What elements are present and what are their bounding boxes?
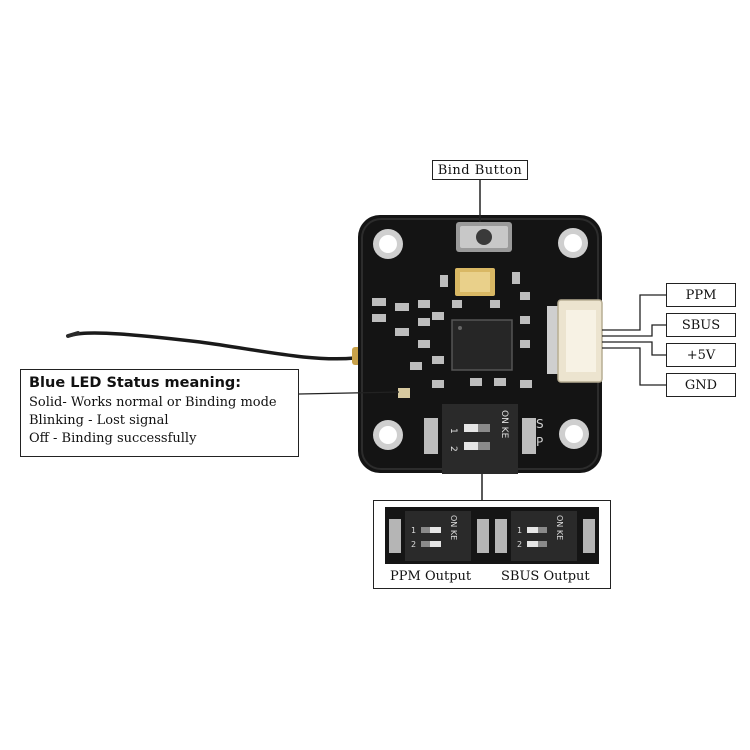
antenna-tip	[66, 331, 80, 338]
crystal-oscillator	[455, 268, 495, 296]
dip-switch-mark-1: 1	[448, 428, 458, 434]
output-connector	[547, 299, 603, 383]
pin-label-sbus: SBUS	[666, 313, 736, 337]
pin-label-5v: +5V	[666, 343, 736, 367]
bind-button-label: Bind Button	[432, 160, 528, 180]
ppm-output-caption: PPM Output	[390, 569, 472, 584]
sbus-on-label: ON KE	[555, 515, 564, 540]
sbus-mark-1: 1	[517, 526, 522, 535]
sbus-mark-2: 2	[517, 540, 522, 549]
ppm-mark-1: 1	[411, 526, 416, 535]
mounting-hole-bottom-left	[373, 420, 403, 450]
mounting-hole-bottom-right	[559, 419, 589, 449]
led-status-off: Off - Binding successfully	[29, 431, 197, 446]
dip-switch: 1 2 ON KE S P	[424, 404, 544, 474]
ppm-on-label: ON KE	[449, 515, 458, 540]
antenna-wire	[70, 331, 357, 361]
ppm-switch-photo: 1 2 ON KE	[385, 507, 493, 564]
pin-label-gnd: GND	[666, 373, 736, 397]
dip-switch-on-label: ON KE	[499, 410, 509, 439]
dip-switch-mark-2: 2	[448, 446, 458, 452]
smd-components	[372, 272, 532, 388]
switch-side-mark-p: P	[536, 435, 543, 449]
sbus-output-caption: SBUS Output	[501, 569, 590, 584]
main-chip	[451, 319, 513, 371]
led-status-solid: Solid- Works normal or Binding mode	[29, 395, 277, 410]
switch-settings-panel: 1 2 ON KE 1 2 ON KE PPM Output SBUS Outp…	[373, 500, 611, 589]
sbus-switch-photo: 1 2 ON KE	[491, 507, 599, 564]
pin-label-ppm: PPM	[666, 283, 736, 307]
led-status-title: Blue LED Status meaning:	[29, 375, 242, 391]
led-status-blinking: Blinking - Lost signal	[29, 413, 169, 428]
pin-leader-lines	[602, 294, 666, 386]
blue-led	[398, 388, 410, 398]
led-status-box: Blue LED Status meaning: Solid- Works no…	[20, 369, 299, 457]
bind-button-part	[456, 222, 512, 252]
led-leader-line	[298, 391, 400, 395]
switch-side-mark-s: S	[536, 417, 544, 431]
mounting-hole-top-left	[373, 229, 403, 259]
ppm-mark-2: 2	[411, 540, 416, 549]
mounting-hole-top-right	[558, 228, 588, 258]
